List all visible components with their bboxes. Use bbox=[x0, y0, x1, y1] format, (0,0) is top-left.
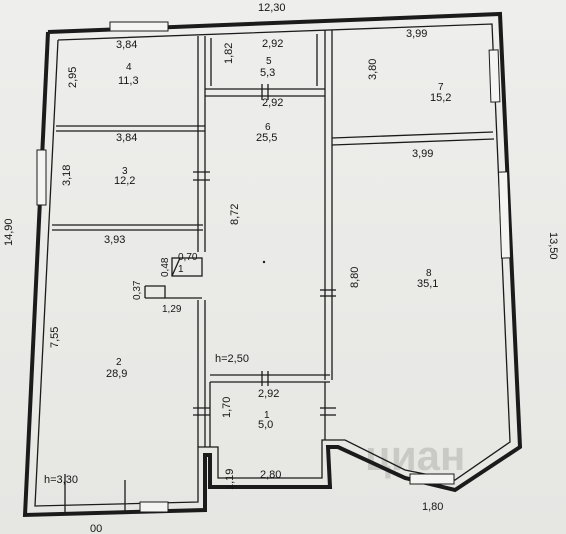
room4-width: 3,84 bbox=[116, 39, 137, 51]
stair-dim-b: 0,48 bbox=[160, 257, 171, 277]
dim-bottom-cut: 00 bbox=[90, 523, 102, 534]
room1-area: 5,0 bbox=[258, 419, 273, 431]
room3-height: 3,18 bbox=[61, 165, 73, 186]
room6-width: 2,92 bbox=[262, 97, 283, 109]
dim-left-height: 14,90 bbox=[3, 218, 15, 246]
room2-number: 2 bbox=[116, 357, 122, 368]
ceiling-height-left: h=3,30 bbox=[44, 474, 78, 486]
room6-area: 25,5 bbox=[256, 132, 277, 144]
stair-dim-c: 0,37 bbox=[132, 280, 143, 300]
center-mark bbox=[262, 260, 266, 264]
dim-top-width: 12,30 bbox=[258, 2, 286, 14]
room8-height: 8,80 bbox=[349, 267, 361, 288]
room1-height: 1,70 bbox=[221, 397, 233, 418]
room8-width: 3,99 bbox=[412, 148, 433, 160]
outer-walls bbox=[22, 11, 523, 518]
room3-number: 3 bbox=[122, 166, 128, 177]
room2-height: 7,55 bbox=[49, 327, 61, 348]
room4-area: 11,3 bbox=[118, 75, 139, 87]
room2-area: 28,9 bbox=[106, 368, 127, 380]
room6-number: 6 bbox=[265, 122, 271, 133]
room3-width: 3,84 bbox=[116, 132, 137, 144]
room4-number: 4 bbox=[126, 62, 132, 73]
interior-walls bbox=[52, 30, 495, 447]
room1-number: 1 bbox=[264, 410, 270, 421]
room6-height: 8,72 bbox=[229, 204, 241, 225]
room5-height: 1,82 bbox=[223, 43, 235, 64]
stair-dim-d: 1,29 bbox=[162, 304, 182, 315]
entry-width: 2,80 bbox=[260, 469, 281, 481]
entry-height: 1,19 bbox=[224, 469, 236, 490]
room7-area: 15,2 bbox=[430, 92, 451, 104]
room7-number: 7 bbox=[438, 82, 444, 93]
stair-dim-a: 0,70 bbox=[178, 252, 198, 263]
windows bbox=[36, 21, 512, 513]
dim-right-height: 13,50 bbox=[547, 232, 559, 260]
room3-area: 12,2 bbox=[114, 175, 135, 187]
room5-number: 5 bbox=[266, 56, 272, 67]
room2-width: 3,93 bbox=[104, 234, 125, 246]
room5-width: 2,92 bbox=[262, 38, 283, 50]
room8-number: 8 bbox=[426, 268, 432, 279]
room1-width: 2,92 bbox=[258, 388, 279, 400]
room4-height: 2,95 bbox=[67, 67, 79, 88]
ceiling-height-main: h=2,50 bbox=[215, 353, 249, 365]
room7-height: 3,80 bbox=[367, 59, 379, 80]
room7-width: 3,99 bbox=[406, 28, 427, 40]
door-marks bbox=[64, 84, 336, 513]
stair-number: 1 bbox=[178, 264, 184, 275]
room8-area: 35,1 bbox=[417, 278, 438, 290]
watermark-text: циан bbox=[365, 432, 465, 479]
room5-area: 5,3 bbox=[260, 67, 275, 79]
dim-bay-width: 1,80 bbox=[422, 501, 443, 513]
